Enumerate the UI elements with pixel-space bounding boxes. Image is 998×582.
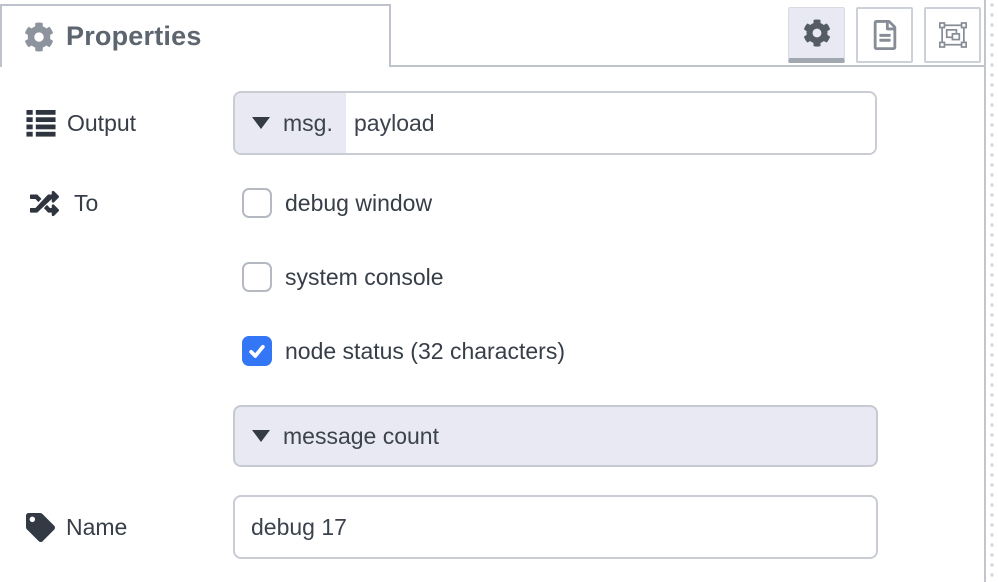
tab-bottom-rule: [391, 65, 985, 67]
checkbox-row-node-status[interactable]: node status (32 characters): [242, 336, 565, 366]
to-field-label: To: [26, 186, 98, 220]
checkmark-icon: [249, 344, 265, 358]
checkbox-label: system console: [285, 263, 444, 290]
tab-button-properties[interactable]: [788, 7, 845, 63]
gear-icon: [25, 21, 53, 52]
chevron-down-icon: [252, 430, 270, 442]
tab-properties[interactable]: Properties: [0, 4, 391, 67]
checkbox-label: node status (32 characters): [285, 337, 565, 364]
tab-button-description[interactable]: [856, 7, 913, 63]
tag-icon: [26, 512, 55, 542]
name-label-text: Name: [66, 513, 128, 540]
document-icon: [873, 20, 896, 50]
gear-icon: [803, 19, 830, 47]
status-source-dropdown[interactable]: message count: [233, 405, 878, 467]
object-group-icon: [938, 22, 967, 48]
panel-right-border: [984, 0, 986, 582]
checkbox-row-system-console[interactable]: system console: [242, 262, 444, 292]
output-type-selector-label: msg.: [283, 109, 333, 136]
chevron-down-icon: [252, 117, 270, 129]
output-field-label: Output: [26, 106, 136, 140]
checkbox-system-console[interactable]: [242, 262, 272, 292]
list-icon: [26, 109, 56, 137]
output-label-text: Output: [67, 109, 137, 136]
status-source-selected: message count: [283, 422, 439, 449]
name-field-label: Name: [26, 510, 127, 544]
workspace-grid-dots: [986, 0, 998, 582]
to-label-text: To: [74, 189, 99, 216]
name-input[interactable]: [233, 495, 878, 559]
checkbox-label: debug window: [285, 189, 433, 216]
shuffle-icon: [30, 190, 60, 216]
checkbox-node-status[interactable]: [242, 336, 272, 366]
tab-button-appearance[interactable]: [924, 7, 981, 63]
page-title: Properties: [66, 21, 202, 51]
output-property-input[interactable]: [346, 93, 875, 153]
checkbox-row-debug-window[interactable]: debug window: [242, 188, 432, 218]
checkbox-debug-window[interactable]: [242, 188, 272, 218]
output-typed-input: msg.: [233, 91, 877, 155]
output-type-selector-button[interactable]: msg.: [235, 93, 346, 153]
